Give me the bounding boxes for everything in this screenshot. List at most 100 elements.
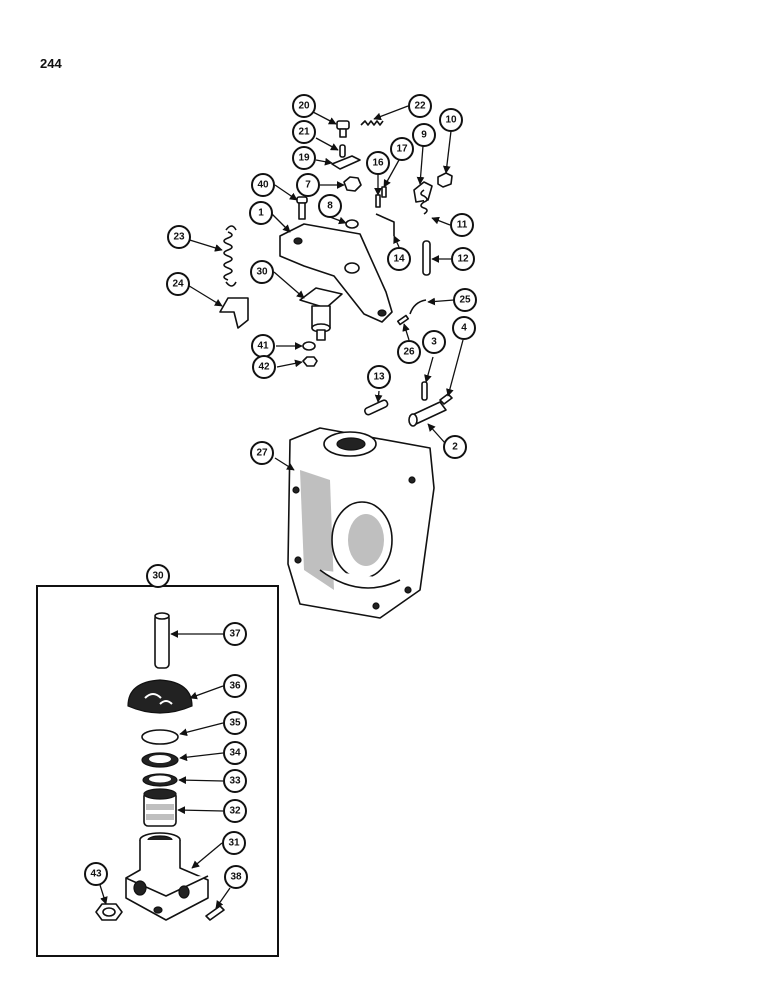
callout-16: 16 (366, 151, 390, 175)
part-19-link (331, 155, 361, 170)
part-40-bolt (296, 196, 308, 220)
callout-8: 8 (318, 194, 342, 218)
callout-17: 17 (390, 137, 414, 161)
callout-3: 3 (422, 330, 446, 354)
svg-text:38: 38 (230, 872, 242, 883)
svg-text:24: 24 (172, 279, 184, 290)
svg-text:21: 21 (298, 127, 310, 138)
svg-text:40: 40 (257, 180, 269, 191)
callout-41: 41 (251, 334, 275, 358)
part-41-washer (302, 341, 316, 351)
svg-text:37: 37 (229, 629, 241, 640)
svg-text:41: 41 (257, 341, 269, 352)
part-4-bolt (439, 393, 453, 405)
svg-text:3: 3 (431, 337, 437, 348)
part-42-nut (302, 356, 318, 367)
part-21-pin (339, 144, 346, 158)
callout-23: 23 (167, 225, 191, 249)
svg-text:8: 8 (327, 201, 333, 212)
callout-19: 19 (292, 146, 316, 170)
svg-text:1: 1 (258, 208, 264, 219)
callout-25: 25 (453, 288, 477, 312)
callout-1: 1 (249, 201, 273, 225)
part-25-hose (409, 299, 427, 315)
part-34-seal (141, 752, 179, 768)
part-23-spring (223, 225, 237, 287)
svg-text:34: 34 (229, 748, 241, 759)
svg-text:22: 22 (414, 101, 426, 112)
callout-9: 9 (412, 123, 436, 147)
part-37-pin (154, 612, 170, 669)
callout-22: 22 (408, 94, 432, 118)
callout-24: 24 (166, 272, 190, 296)
callout-37: 37 (223, 622, 247, 646)
svg-text:19: 19 (298, 153, 310, 164)
part-16-pin (375, 194, 381, 208)
callout-43: 43 (84, 862, 108, 886)
svg-text:10: 10 (445, 115, 457, 126)
part-26-pin (396, 314, 410, 326)
callout-4: 4 (452, 316, 476, 340)
callout-11: 11 (450, 213, 474, 237)
part-12-pin (422, 240, 431, 276)
part-32-spool (143, 788, 177, 827)
part-13-pin (364, 399, 389, 416)
svg-text:7: 7 (305, 180, 311, 191)
leader-lines (99, 105, 464, 909)
part-36-cup (127, 679, 193, 714)
svg-text:31: 31 (228, 838, 240, 849)
part-30-valve (299, 287, 343, 341)
part-43-plug (95, 903, 123, 921)
part-7-nut (343, 176, 362, 192)
svg-text:36: 36 (229, 681, 241, 692)
svg-text:23: 23 (173, 232, 185, 243)
callout-42: 42 (252, 355, 276, 379)
callout-26: 26 (397, 340, 421, 364)
callout-30: 30 (250, 260, 274, 284)
svg-text:20: 20 (298, 101, 310, 112)
callout-33: 33 (223, 769, 247, 793)
callout-21: 21 (292, 120, 316, 144)
callout-20: 20 (292, 94, 316, 118)
svg-text:12: 12 (457, 254, 469, 265)
callout-35: 35 (223, 711, 247, 735)
svg-text:33: 33 (229, 776, 241, 787)
svg-text:11: 11 (457, 220, 468, 231)
callout-14: 14 (387, 247, 411, 271)
svg-text:35: 35 (229, 718, 241, 729)
callout-10: 10 (439, 108, 463, 132)
callout-40: 40 (251, 173, 275, 197)
callout-inset-30: 30 (146, 564, 170, 588)
page-number: 244 (40, 56, 62, 71)
svg-text:30: 30 (152, 571, 164, 582)
callout-7: 7 (296, 173, 320, 197)
callout-36: 36 (223, 674, 247, 698)
part-35-ring (141, 729, 179, 745)
part-38-fitting (205, 905, 225, 921)
callout-32: 32 (223, 799, 247, 823)
svg-text:16: 16 (372, 158, 384, 169)
part-3-pin (421, 381, 428, 401)
svg-text:17: 17 (396, 144, 408, 155)
part-20-bolt (336, 120, 350, 138)
svg-text:4: 4 (461, 323, 467, 334)
part-22-spring (360, 120, 384, 126)
part-8-washer (345, 219, 359, 229)
part-31-body (125, 832, 209, 921)
svg-text:9: 9 (421, 130, 427, 141)
part-1-lever (279, 223, 393, 323)
callout-2: 2 (443, 435, 467, 459)
svg-text:42: 42 (258, 362, 270, 373)
part-14-rod (375, 213, 395, 236)
svg-text:2: 2 (452, 442, 458, 453)
part-10-bolt (437, 172, 453, 188)
part-24-bracket (219, 297, 249, 329)
part-27-housing (287, 427, 435, 619)
svg-text:32: 32 (229, 806, 241, 817)
part-2-shaft (408, 401, 447, 427)
callout-13: 13 (367, 365, 391, 389)
svg-text:25: 25 (459, 295, 471, 306)
part-33-oring (142, 773, 178, 787)
svg-text:27: 27 (256, 448, 268, 459)
